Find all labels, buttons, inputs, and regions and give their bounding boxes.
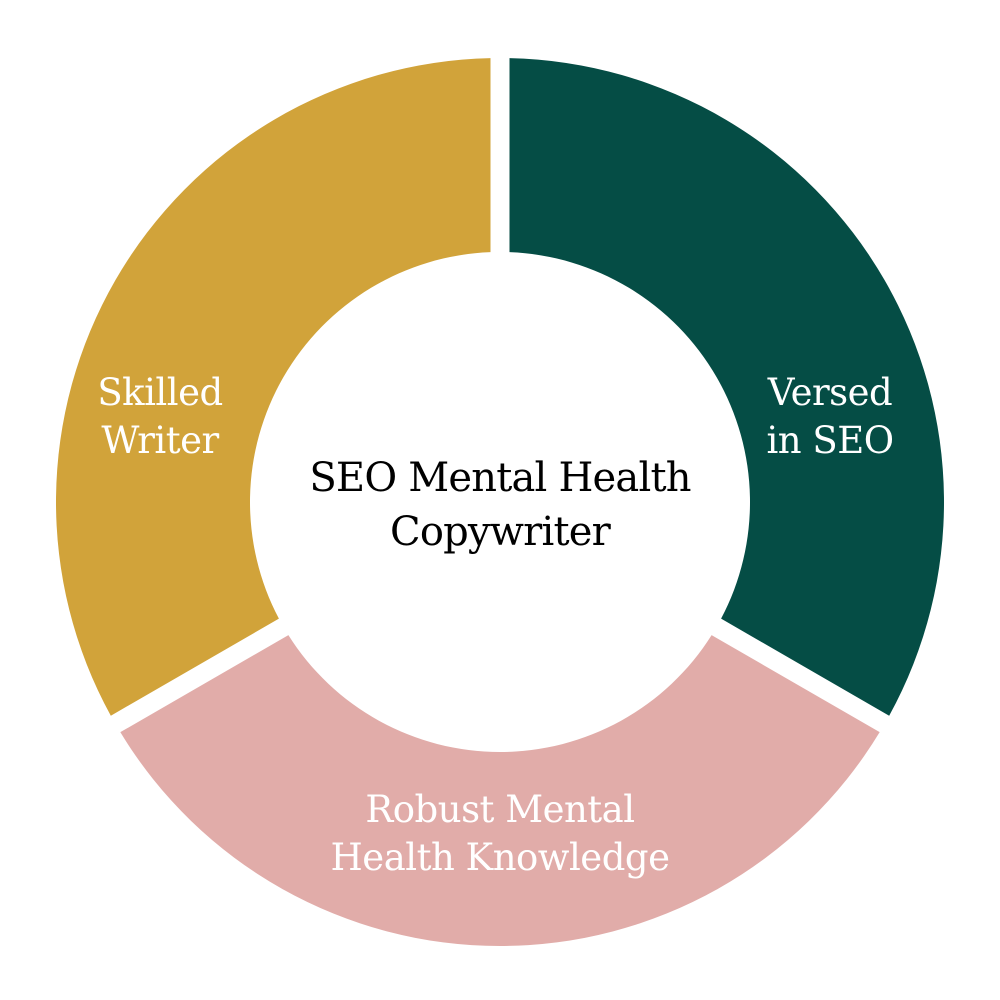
segment-label-line: in SEO bbox=[766, 419, 894, 462]
segment-label-skilled-writer: Skilled Writer bbox=[97, 369, 223, 465]
segment-robust bbox=[120, 635, 880, 946]
segment-label-robust-knowledge: Robust Mental Health Knowledge bbox=[331, 786, 670, 882]
segment-versed bbox=[509, 58, 944, 716]
segment-label-line: Writer bbox=[101, 419, 219, 462]
segment-label-line: Robust Mental bbox=[365, 788, 635, 831]
center-title-line: Copywriter bbox=[390, 509, 611, 555]
segment-label-versed-in-seo: Versed in SEO bbox=[766, 369, 894, 465]
segment-label-line: Versed bbox=[767, 371, 893, 414]
segment-label-line: Health Knowledge bbox=[330, 836, 670, 879]
segment-label-line: Skilled bbox=[97, 371, 223, 414]
segment-skilled bbox=[55, 58, 491, 716]
center-title: SEO Mental Health Copywriter bbox=[309, 451, 691, 559]
center-title-line: SEO Mental Health bbox=[309, 455, 691, 501]
